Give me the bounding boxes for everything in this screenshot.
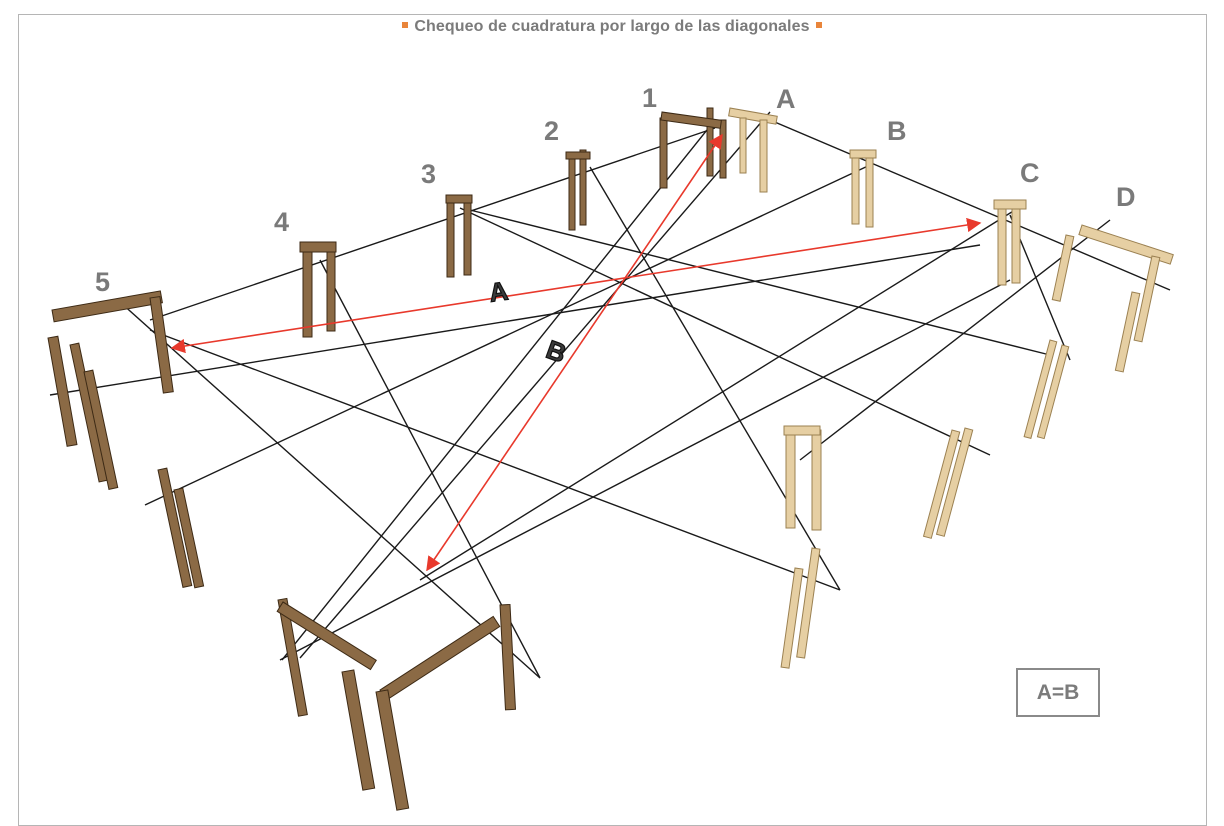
string-line-bottom-2 xyxy=(149,329,841,591)
batter-boards-light xyxy=(728,107,1174,669)
axis-label-c: C xyxy=(1020,158,1040,188)
axis-label-3: 3 xyxy=(421,159,436,189)
title-bullet-right xyxy=(815,22,822,29)
string-line-right xyxy=(769,119,1171,291)
string-line-axis-a xyxy=(299,111,771,659)
batter-board-corner-d xyxy=(1051,224,1174,373)
batter-board-3 xyxy=(445,194,473,278)
diagonal-b-line xyxy=(426,133,723,572)
batter-board-right-mid xyxy=(1023,339,1070,440)
batter-board-corner-a xyxy=(728,107,778,193)
axis-label-a: A xyxy=(776,84,796,114)
string-line-axis-c xyxy=(419,209,1016,581)
batter-board-right-lower xyxy=(922,427,974,539)
string-line-axis-5 xyxy=(119,301,541,679)
string-line-5-ext xyxy=(49,244,981,396)
diagonals xyxy=(170,133,982,572)
axis-label-4: 4 xyxy=(274,207,289,237)
diagonal-a-line xyxy=(170,217,982,354)
axis-label-2: 2 xyxy=(544,116,559,146)
equality-note: A=B xyxy=(1036,680,1080,704)
string-lines xyxy=(49,111,1171,679)
string-line-bottom xyxy=(279,279,1011,661)
batter-board-2 xyxy=(565,149,591,231)
batter-board-corner-5 xyxy=(47,290,174,490)
batter-boards-dark xyxy=(47,107,727,811)
string-line-mid xyxy=(469,209,1051,356)
batter-board-center-lower xyxy=(783,425,822,531)
title-bullet-left xyxy=(402,22,409,29)
batter-board-front-corner xyxy=(276,597,517,811)
axis-label-5: 5 xyxy=(95,267,110,297)
string-line-top xyxy=(149,127,716,321)
axis-label-b: B xyxy=(887,116,907,146)
axis-label-d: D xyxy=(1116,182,1136,212)
axis-label-1: 1 xyxy=(642,83,657,113)
diagonal-a-label: A xyxy=(487,275,510,307)
batter-board-bottom-right xyxy=(780,547,821,669)
batter-board-left-lower xyxy=(157,467,205,589)
equality-note-box: A=B xyxy=(1016,668,1100,717)
batter-board-b xyxy=(849,149,877,228)
title-text: Chequeo de cuadratura por largo de las d… xyxy=(414,18,810,35)
string-line-axis-2 xyxy=(589,166,841,591)
figure-title: Chequeo de cuadratura por largo de las d… xyxy=(0,18,1224,36)
batter-board-c xyxy=(993,199,1027,286)
